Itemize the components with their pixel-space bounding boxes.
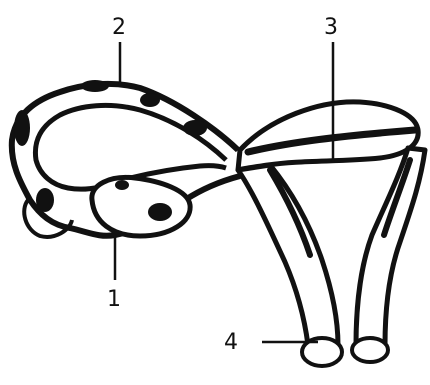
label-3: 3 bbox=[324, 15, 338, 40]
left-tube bbox=[238, 165, 338, 345]
loop-shade-a bbox=[14, 110, 30, 146]
loop-shade-d bbox=[183, 120, 207, 136]
tube-end-right bbox=[352, 338, 388, 362]
label-1: 1 bbox=[107, 287, 121, 312]
descending-tubes bbox=[238, 148, 425, 366]
label-4: 4 bbox=[224, 330, 238, 355]
oval-body bbox=[92, 177, 190, 236]
looped-structure bbox=[12, 80, 240, 237]
right-tube bbox=[356, 148, 425, 345]
oval-body-shade bbox=[148, 203, 172, 221]
loop-shade-b bbox=[81, 80, 109, 92]
upper-tube bbox=[238, 102, 418, 170]
label-2: 2 bbox=[112, 15, 126, 40]
loop-shade-e bbox=[36, 188, 54, 212]
oval-body-spot bbox=[115, 180, 129, 190]
loop-shade-c bbox=[140, 93, 160, 107]
